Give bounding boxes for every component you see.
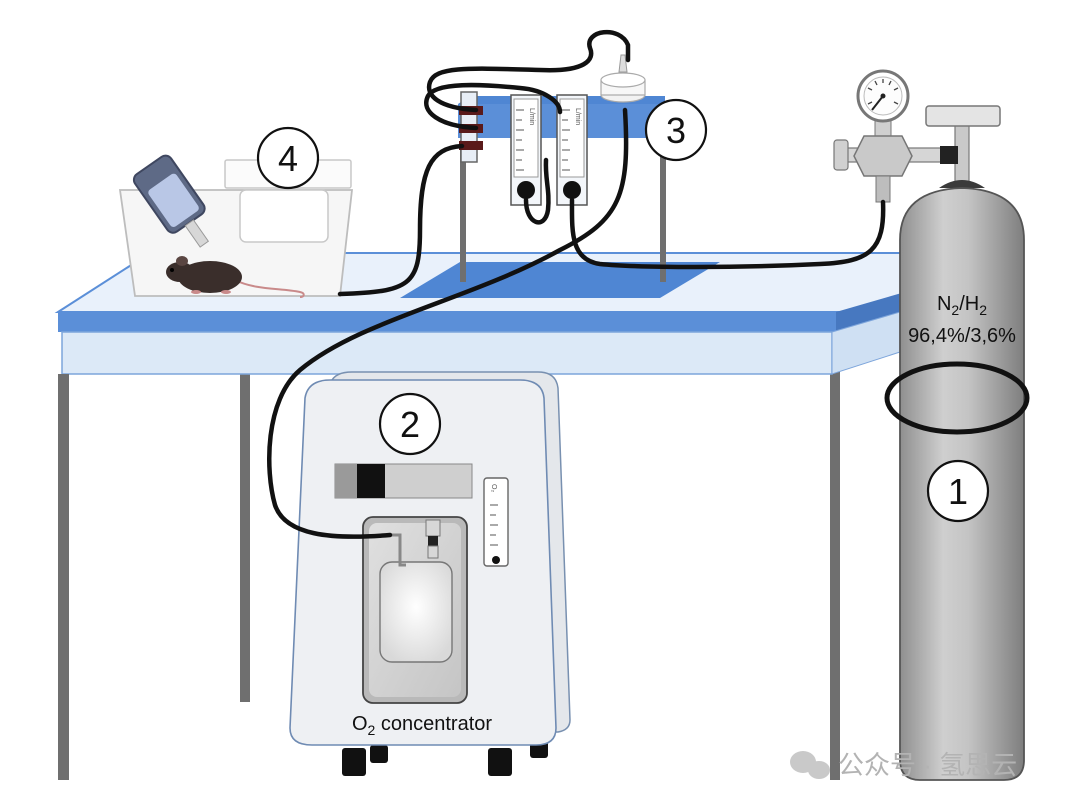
marker-4: 4 (256, 126, 320, 190)
tube-regulator-to-flowmeter (569, 197, 886, 270)
concentrator-gauge-label: O₂ (490, 484, 497, 492)
flowmeter-right-knob[interactable] (563, 181, 581, 199)
mouse-cage (118, 154, 354, 298)
concentrator-wheel-1 (342, 748, 366, 776)
svg-text:3: 3 (666, 110, 686, 151)
rack-post-left (460, 140, 466, 282)
rack-post-right (660, 140, 666, 282)
svg-text:4: 4 (278, 138, 298, 179)
marker-3: 3 (644, 98, 708, 162)
cage-card (239, 189, 329, 243)
mouse-figure (166, 256, 305, 298)
cylinder-strap (884, 361, 1030, 435)
table-front-edge (58, 312, 836, 332)
pressure-gauge-icon (856, 69, 910, 123)
svg-text:2: 2 (400, 404, 420, 445)
watermark-text: 公众号 · 氢思云 (838, 750, 1017, 780)
flowmeter-left-knob[interactable] (517, 181, 535, 199)
cylinder-ratio-label: 96,4%/3,6% (908, 325, 1016, 347)
marker-2: 2 (378, 392, 442, 456)
water-bottle (132, 154, 210, 248)
table-apron (61, 331, 833, 375)
flowmeter-left: L/min (510, 94, 542, 206)
concentrator-wheel-2 (488, 748, 512, 776)
svg-text:1: 1 (948, 471, 968, 512)
watermark: 公众号 · 氢思云 (790, 750, 1017, 780)
table-leg-back-right (830, 370, 840, 780)
table-leg-back-left (240, 370, 250, 702)
cylinder-valve-handle[interactable] (925, 105, 1001, 127)
concentrator-label: O2 concentrator (352, 713, 492, 738)
flowmeter-right-unit: L/min (574, 108, 581, 125)
wechat-icon (790, 751, 830, 779)
tube-flowmeter-left (523, 157, 551, 225)
tube-top-loop-2 (424, 82, 563, 131)
flowmeter-rack: L/min L/min (458, 54, 666, 282)
tube-cage-to-mixer (337, 143, 465, 297)
cylinder-gas-label: N2/H2 (937, 293, 987, 318)
gas-tubing (267, 29, 886, 539)
flowmeter-right: L/min (556, 94, 588, 206)
humidifier-cap (600, 54, 646, 103)
table-side-edge (836, 292, 905, 332)
flowmeter-left-unit: L/min (528, 108, 535, 125)
tube-concentrator-to-mixer (267, 107, 629, 539)
table-leg-front-left (58, 374, 69, 780)
oxygen-concentrator: O₂ O2 concentrator (289, 371, 571, 776)
pressure-regulator (833, 69, 958, 203)
gas-cylinder: N2/H2 96,4%/3,6% (884, 105, 1030, 781)
concentrator-o2-gauge: O₂ (483, 477, 509, 567)
humidifier-bottle (379, 561, 453, 663)
marker-1: 1 (926, 459, 990, 523)
